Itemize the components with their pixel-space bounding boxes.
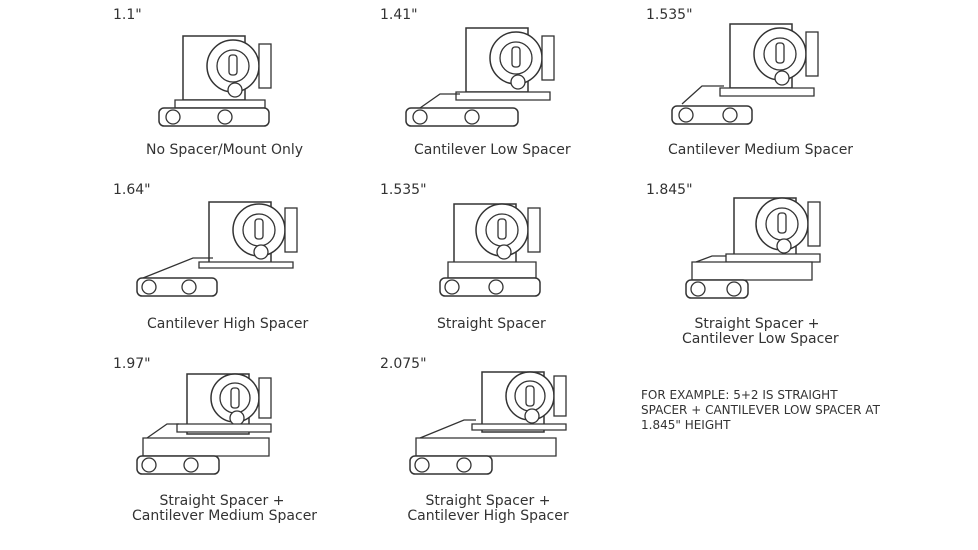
optic-mount-icon <box>405 27 555 127</box>
optic-mount-icon <box>439 203 541 297</box>
mount-diagram <box>406 368 571 480</box>
optic-mount-icon <box>409 371 567 475</box>
height-label: 1.1" <box>113 7 142 23</box>
height-label: 1.97" <box>113 356 151 372</box>
caption: Straight Spacer <box>437 316 546 332</box>
caption: Straight Spacer + Cantilever High Spacer <box>407 493 569 524</box>
caption: Cantilever Low Spacer <box>414 142 571 158</box>
height-label: 1.41" <box>380 7 418 23</box>
height-label: 1.535" <box>380 182 427 198</box>
mount-diagram <box>133 372 283 480</box>
height-label: 1.845" <box>646 182 693 198</box>
mount-diagram <box>155 28 290 132</box>
caption: Cantilever Medium Spacer <box>668 142 854 158</box>
mount-diagram <box>400 24 570 132</box>
optic-mount-icon <box>671 23 819 125</box>
mount-diagram <box>436 200 554 300</box>
optic-mount-icon <box>685 197 821 299</box>
height-label: 2.075" <box>380 356 427 372</box>
optic-mount-icon <box>136 373 272 475</box>
caption: No Spacer/Mount Only <box>146 142 304 158</box>
mount-diagram <box>133 196 303 300</box>
caption: Straight Spacer + Cantilever Low Spacer <box>682 316 839 347</box>
optic-mount-icon <box>158 35 272 127</box>
example-note: FOR EXAMPLE: 5+2 IS STRAIGHT SPACER + CA… <box>641 388 880 432</box>
height-label: 1.535" <box>646 7 693 23</box>
mount-diagram <box>682 196 832 304</box>
caption: Straight Spacer + Cantilever Medium Spac… <box>132 493 318 524</box>
caption: Cantilever High Spacer <box>147 316 309 332</box>
mount-diagram <box>668 20 838 130</box>
height-label: 1.64" <box>113 182 151 198</box>
optic-mount-icon <box>136 201 298 297</box>
